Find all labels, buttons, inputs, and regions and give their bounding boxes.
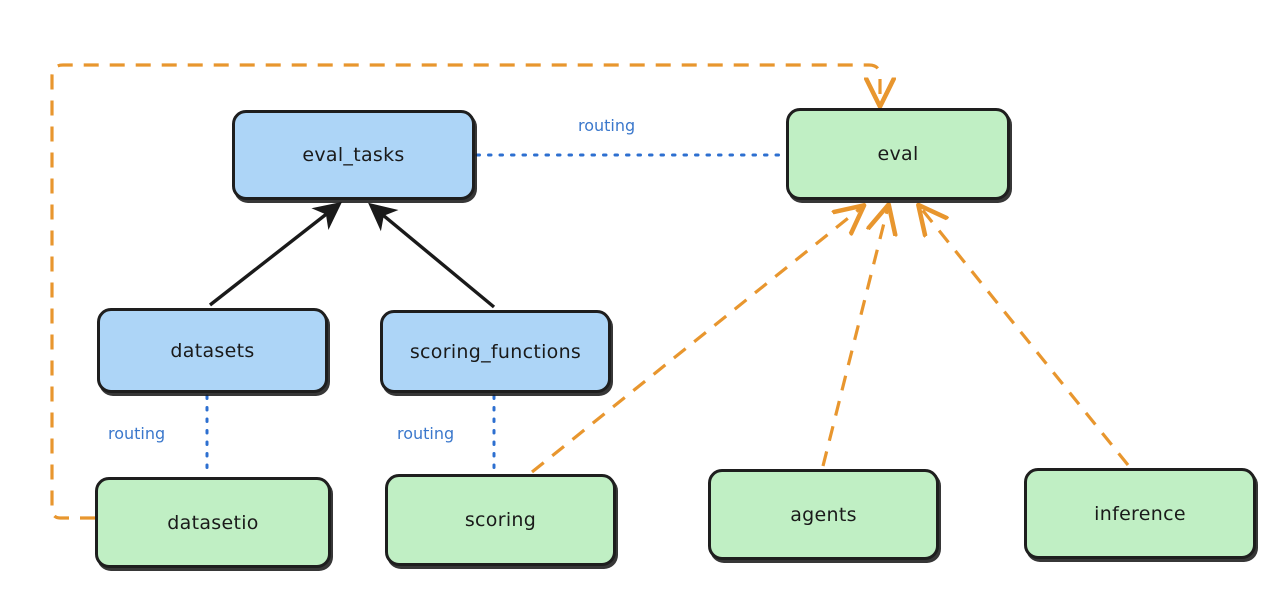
edge-inference-to-eval [920,207,1130,467]
edge-scoring-to-eval [530,207,862,474]
node-label-eval: eval [877,143,919,165]
node-label-scoring-functions: scoring_functions [409,340,582,363]
edge-scoring_functions-to-eval_tasks [368,202,496,309]
edge-label-routing-scoring: routing [397,424,455,443]
node-label-agents: agents [790,503,857,526]
node-label-datasetio: datasetio [167,511,259,534]
node-datasetio[interactable]: datasetio [95,477,331,568]
edge-label-routing-eval: routing [578,116,636,135]
node-label-datasets: datasets [170,339,255,362]
node-eval-tasks[interactable]: eval_tasks [232,110,475,200]
node-agents[interactable]: agents [708,469,939,560]
node-scoring[interactable]: scoring [385,474,616,566]
edge-datasetio-to-eval [50,63,880,520]
node-label-scoring: scoring [464,509,537,531]
node-inference[interactable]: inference [1024,468,1256,559]
edge-datasets-to-eval_tasks [208,201,343,307]
node-label-eval-tasks: eval_tasks [302,144,405,166]
edge-agents-to-eval [821,207,888,467]
node-label-inference: inference [1094,502,1186,525]
edge-label-routing-datasetio: routing [108,424,166,443]
node-eval[interactable]: eval [786,108,1010,200]
node-datasets[interactable]: datasets [97,308,328,393]
node-scoring-functions[interactable]: scoring_functions [380,310,611,393]
